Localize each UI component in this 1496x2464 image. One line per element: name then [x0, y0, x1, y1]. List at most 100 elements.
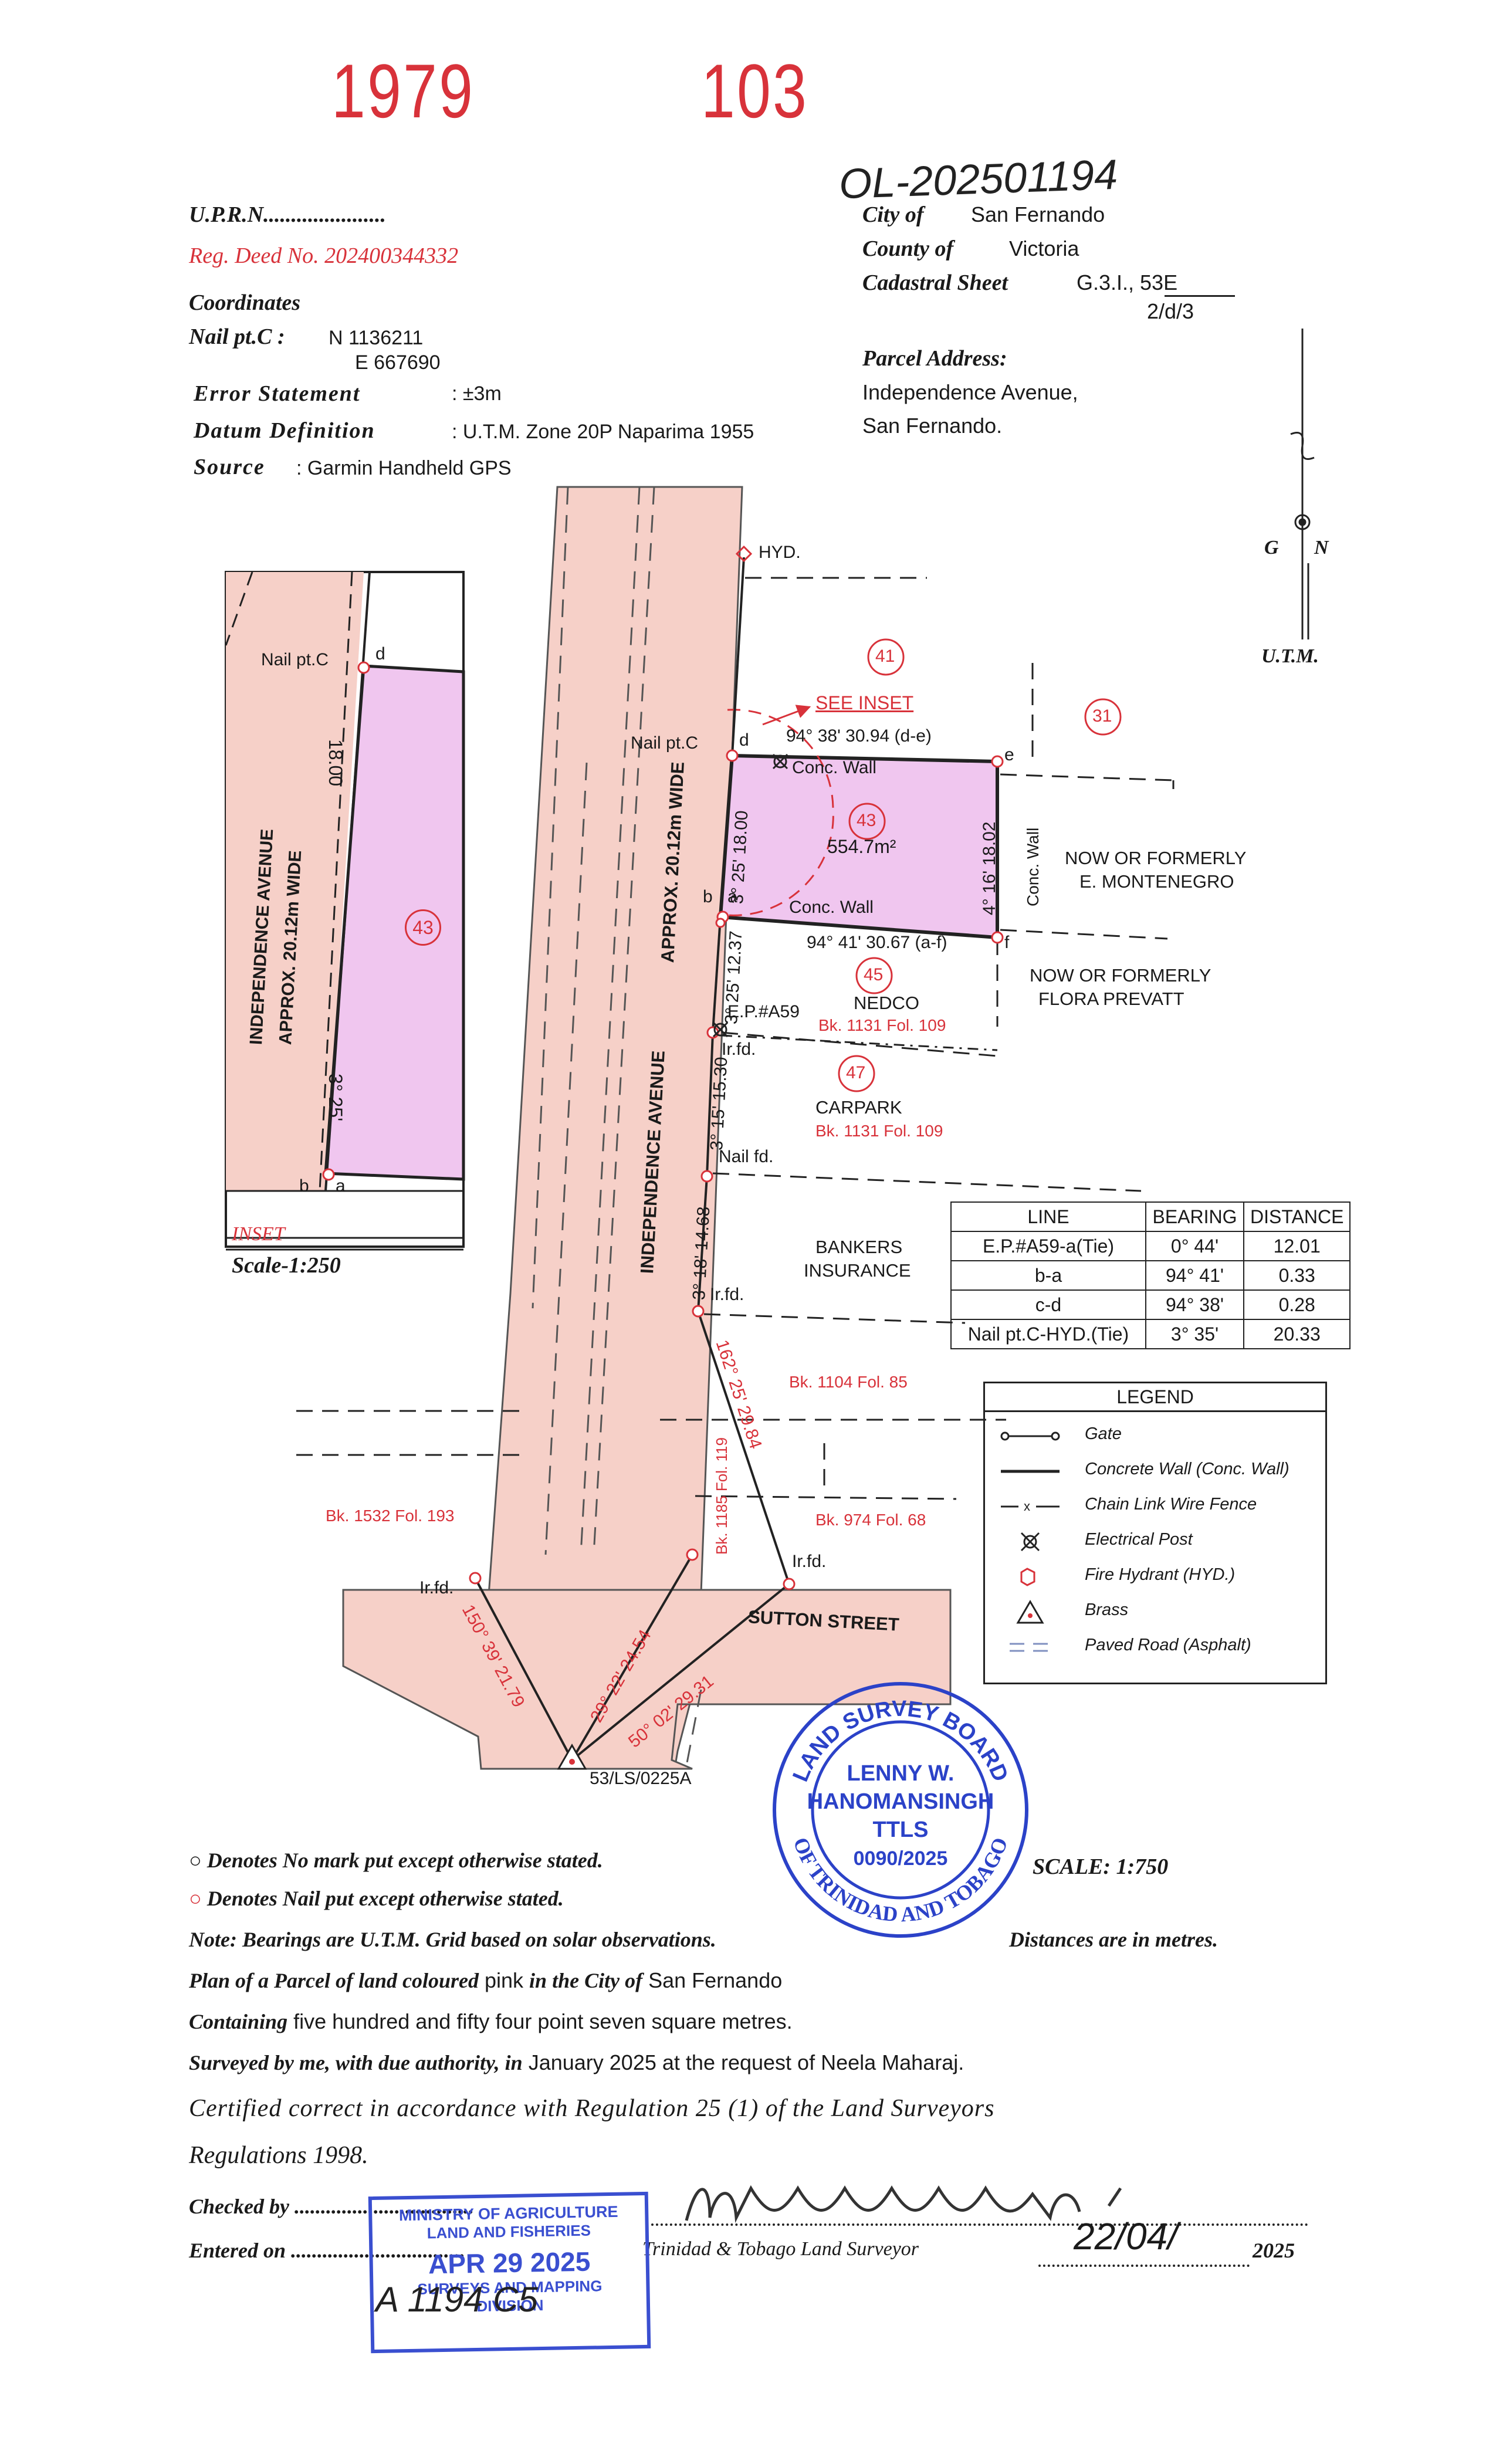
legend-item: x Chain Link Wire Fence: [985, 1489, 1325, 1524]
error-statement-label: Error Statement: [194, 381, 361, 406]
table-header-distance: DISTANCE: [1243, 1201, 1351, 1232]
inset-nail-label: Nail pt.C: [261, 650, 329, 669]
point-b: b: [703, 887, 713, 906]
see-inset-circle: [727, 709, 834, 916]
inset-scale: Scale-1:250: [232, 1253, 341, 1278]
book-1185: Bk. 1185 Fol. 119: [713, 1437, 730, 1555]
independence-avenue-road: [480, 486, 743, 1770]
land-survey-board-stamp: LAND SURVEY BOARD OF TRINIDAD AND TOBAGO…: [773, 1682, 1028, 1938]
cadastral-sheet-sub: 2/d/3: [1147, 299, 1194, 323]
legend-item: Fire Hydrant (HYD.): [985, 1559, 1325, 1595]
north-g: G: [1264, 537, 1279, 559]
source-value: : Garmin Handheld GPS: [296, 457, 512, 479]
sutton-street-road: [342, 1589, 952, 1770]
inset-bearing: 3° 25': [325, 1074, 346, 1122]
table-header-line: LINE: [950, 1201, 1146, 1232]
boundary-dashed-lines: [296, 577, 1175, 1500]
book-1532: Bk. 1532 Fol. 193: [326, 1507, 455, 1525]
svg-text:x: x: [1024, 1499, 1030, 1514]
prevatt-2: FLORA PREVATT: [1038, 989, 1184, 1009]
stamp-name-1: LENNY W.: [847, 1761, 955, 1786]
legend-item: Electrical Post: [985, 1524, 1325, 1559]
hydrant-symbol: [735, 545, 753, 563]
electrical-post-symbol: [712, 753, 788, 1038]
inset-lot-number: 43: [405, 909, 441, 946]
inset-a: a: [336, 1176, 346, 1196]
ministry-stamp: MINISTRY OF AGRICULTURE LAND AND FISHERI…: [368, 2191, 651, 2354]
certified-statement: Certified correct in accordance with Reg…: [189, 2095, 995, 2122]
legend-item: Paved Road (Asphalt): [985, 1630, 1325, 1665]
bearing-d-e: 94° 38' 30.94 (d-e): [786, 726, 932, 746]
stamp-name-3: TTLS: [873, 1817, 929, 1842]
lot-47: 47: [846, 1063, 866, 1082]
carpark-book: Bk. 1131 Fol. 109: [815, 1122, 943, 1140]
survey-points: [469, 749, 1004, 1590]
north-utm: U.T.M.: [1261, 645, 1319, 667]
iron-found-3: Ir.fd.: [419, 1578, 454, 1597]
inset-title: INSET: [232, 1223, 285, 1245]
inset-d: d: [375, 644, 385, 664]
datum-definition-label: Datum Definition: [194, 418, 375, 443]
point-a: a: [727, 887, 737, 906]
montenegro-1: NOW OR FORMERLY: [1065, 848, 1247, 868]
carpark-label: CARPARK: [815, 1097, 902, 1118]
north-arrow: [1290, 329, 1315, 639]
conc-wall-east: Conc. Wall: [1024, 827, 1042, 906]
city-value: San Fernando: [971, 202, 1105, 226]
file-number-1: 1979: [331, 48, 475, 134]
legend-item: Gate: [985, 1419, 1325, 1454]
note-no-mark: ○ Denotes No mark put except otherwise s…: [189, 1849, 603, 1872]
iron-found-1: Ir.fd.: [722, 1040, 756, 1059]
north-n: N: [1314, 537, 1329, 559]
bearing-table: LINE BEARING DISTANCE E.P.#A59-a(Tie)0° …: [950, 1201, 1351, 1349]
surveyed-statement: Surveyed by me, with due authority, in J…: [189, 2050, 964, 2074]
nail-found-label: Nail fd.: [719, 1147, 774, 1166]
lot-43-area: 554.7m²: [827, 836, 896, 857]
cadastral-sheet-label: Cadastral Sheet: [862, 270, 1008, 295]
source-label: Source: [194, 455, 265, 479]
surveyor-signature: [685, 2185, 1122, 2223]
signature-date: 22/04/: [1074, 2215, 1178, 2257]
concrete-wall-icon: [1001, 1470, 1060, 1473]
book-974: Bk. 974 Fol. 68: [815, 1511, 926, 1529]
parcel-address-line-2: San Fernando.: [862, 414, 1003, 438]
prevatt-1: NOW OR FORMERLY: [1030, 965, 1211, 986]
gate-icon: [1000, 1431, 1060, 1441]
inset-b: b: [299, 1176, 309, 1196]
ministry-handwritten: A 1194 C5: [375, 2280, 538, 2319]
plan-statement: Plan of a Parcel of land coloured pink i…: [189, 1968, 783, 1992]
county-label: County of: [862, 236, 954, 261]
electric-post-label: E.P.#A59: [727, 1002, 800, 1021]
point-e: e: [1004, 745, 1014, 764]
county-value: Victoria: [1009, 236, 1079, 260]
brass-marker: [557, 1743, 587, 1770]
fire-hydrant-icon: [1020, 1568, 1035, 1586]
legend-item: Brass: [985, 1595, 1325, 1630]
conc-wall-bottom: Conc. Wall: [789, 898, 874, 917]
regulations-statement: Regulations 1998.: [189, 2142, 368, 2169]
entered-on: Entered on .............................…: [189, 2239, 466, 2262]
error-statement-value: : ±3m: [452, 383, 502, 405]
file-number-2: 103: [701, 48, 809, 134]
bankers-1: BANKERS: [815, 1237, 903, 1257]
stamp-name-2: HANOMANSINGH: [807, 1789, 994, 1814]
parcel-address-label: Parcel Address:: [862, 346, 1007, 371]
point-d: d: [739, 730, 749, 750]
inset-distance: 18.00: [325, 739, 346, 787]
note-bearings: Note: Bearings are U.T.M. Grid based on …: [189, 1928, 716, 1951]
electrical-post-icon: [1020, 1532, 1040, 1552]
traverse-lines: [474, 557, 790, 1761]
chain-link-fence-icon: x: [1001, 1499, 1060, 1514]
paved-road-icon: [1010, 1643, 1048, 1652]
lot-circles: [838, 638, 1122, 1092]
ministry-date: APR 29 2025: [428, 2246, 591, 2280]
plan-nail-label: Nail pt.C: [631, 733, 699, 753]
bankers-2: INSURANCE: [804, 1260, 911, 1281]
containing-statement: Containing five hundred and fifty four p…: [189, 2009, 793, 2033]
lot-45: 45: [864, 965, 884, 984]
note-distances: Distances are in metres.: [1009, 1928, 1218, 1951]
nail-northing: N 1136211: [329, 327, 424, 349]
stamp-registration: 0090/2025: [854, 1847, 948, 1870]
